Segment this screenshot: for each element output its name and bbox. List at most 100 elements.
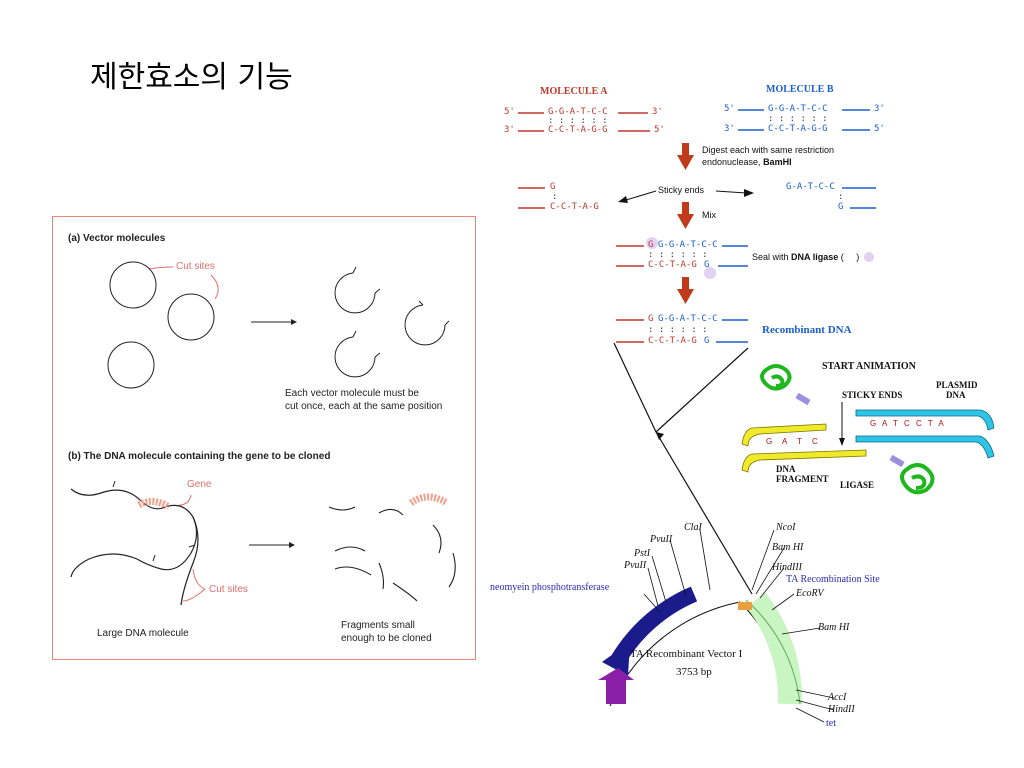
down-arrow xyxy=(677,143,694,304)
plasmid-label-2: DNA xyxy=(946,390,966,400)
sticky-ends-label: Sticky ends xyxy=(658,185,705,195)
mixed-red-g: G xyxy=(648,240,654,250)
fragment xyxy=(378,508,404,516)
fragment xyxy=(392,582,418,602)
sticky-left-pair: : xyxy=(552,192,558,202)
mol-b-5prime: 5' xyxy=(724,104,735,114)
site-pvu-1: PvuII xyxy=(650,534,673,545)
mixed-pairs: : : : : : : xyxy=(648,250,708,260)
site-bam-2: Bam HI xyxy=(818,622,850,633)
gene-fragment xyxy=(408,493,449,507)
recombinant-dna-label: Recombinant DNA xyxy=(762,324,852,336)
sticky-right-pair: : xyxy=(838,192,844,202)
fragment-bases: G A T C xyxy=(766,437,822,446)
cut-sites-label-b: Cut sites xyxy=(209,584,248,595)
sticky-left-g: G xyxy=(550,182,556,192)
site-pst: PstI xyxy=(634,548,651,559)
fragment-label-1: DNA xyxy=(776,464,796,474)
recomb-pairs: : : : : : : xyxy=(648,325,708,335)
molecule-a-label: MOLECULE A xyxy=(540,86,608,97)
gene-segment xyxy=(137,498,171,511)
recomb-blue-top: G-G-A-T-C-C xyxy=(658,314,718,324)
purple-arrow xyxy=(598,668,634,704)
mol-b-3prime: 3' xyxy=(724,124,735,134)
site-nco: NcoI xyxy=(776,522,796,533)
cut-vector xyxy=(404,304,446,346)
mol-b-5prime-bottom: 5' xyxy=(874,124,885,134)
site-hind-2: HindII xyxy=(828,704,855,715)
vector-size: 3753 bp xyxy=(676,666,712,678)
mixed-red-bottom: C-C-T-A-G xyxy=(648,260,697,270)
tet-label: tet xyxy=(826,718,836,729)
mol-a-bottom-seq: C-C-T-A-G-G xyxy=(548,125,608,135)
fragments-caption-2: enough to be cloned xyxy=(341,633,432,644)
page-title: 제한효소의 기능 xyxy=(90,60,293,95)
ta-site-label: TA Recombination Site xyxy=(786,574,880,585)
vector-cloning-panel: (a) Vector molecules Cut sites xyxy=(52,216,476,660)
mixed-blue-g: G xyxy=(704,260,710,270)
molecule-b-label: MOLECULE B xyxy=(766,84,834,95)
fragment xyxy=(328,506,356,511)
plasmid-label-1: PLASMID xyxy=(936,380,978,390)
recomb-red-g: G xyxy=(648,314,654,324)
sticky-left-bottom: C-C-T-A-G xyxy=(550,202,599,212)
sticky-right-top: G-A-T-C-C xyxy=(786,182,835,192)
fragments-caption-1: Fragments small xyxy=(341,620,415,631)
mol-a-top-seq: G-G-A-T-C-C xyxy=(548,107,608,117)
cut-sites-label-a: Cut sites xyxy=(176,261,215,272)
ligase-label: LIGASE xyxy=(840,480,875,490)
mol-b-bottom-seq: C-C-T-A-G-G xyxy=(768,124,828,134)
ta-site-marker xyxy=(738,602,752,610)
gene-label: Gene xyxy=(187,479,212,490)
fragment xyxy=(334,566,372,576)
mol-b-top-seq: G-G-A-T-C-C xyxy=(768,104,828,114)
vector-circle xyxy=(167,293,215,341)
panel-a-title: (a) Vector molecules xyxy=(68,233,166,244)
mol-a-3prime: 3' xyxy=(504,125,515,135)
cut-vector xyxy=(334,336,376,378)
large-dna-path xyxy=(70,488,198,578)
vector-circle xyxy=(109,261,157,309)
sticky-right-g: G xyxy=(838,202,844,212)
vector-circle xyxy=(107,341,155,389)
start-animation-button[interactable]: START ANIMATION xyxy=(822,361,916,372)
vector-caption-1: Each vector molecule must be xyxy=(285,388,419,399)
mol-b-3prime-top: 3' xyxy=(874,104,885,114)
digest-note-1: Digest each with same restriction xyxy=(702,145,835,155)
site-cla: ClaI xyxy=(684,522,702,533)
mixed-blue-top: G-G-A-T-C-C xyxy=(658,240,718,250)
vector-figure xyxy=(70,261,456,606)
fragment xyxy=(448,552,456,588)
digest-note-2: endonuclease, BamHI xyxy=(702,157,792,167)
seal-label: Seal with DNA ligase ( ) xyxy=(752,252,860,262)
site-eco: EcoRV xyxy=(796,588,824,599)
mol-b-pairs: : : : : : : xyxy=(768,114,828,124)
mol-a-5prime: 5' xyxy=(504,107,515,117)
sticky-ends-anim-label: STICKY ENDS xyxy=(842,390,903,400)
fragment-label-2: FRAGMENT xyxy=(776,474,829,484)
cut-vector xyxy=(334,272,376,314)
panel-b-title: (b) The DNA molecule containing the gene… xyxy=(68,451,331,462)
site-bam-1: Bam HI xyxy=(772,542,804,553)
mol-a-pairs: : : : : : : xyxy=(548,116,608,126)
neo-label: neomyein phosphotransferase xyxy=(490,582,610,593)
plasmid-bases: G A T C C T A xyxy=(870,419,946,428)
mol-a-3prime-top: 3' xyxy=(652,107,663,117)
mix-label: Mix xyxy=(702,210,716,220)
vector-name: TA Recombinant Vector I xyxy=(630,648,743,660)
fragment xyxy=(334,546,366,552)
vector-caption-2: cut once, each at the same position xyxy=(285,401,443,412)
recomb-blue-g: G xyxy=(704,336,710,346)
fragment-strand xyxy=(741,423,867,473)
site-acc: AccI xyxy=(828,692,847,703)
site-pvu-2: PvuII xyxy=(624,560,647,571)
large-dna-label: Large DNA molecule xyxy=(97,628,189,639)
site-hind-1: HindIII xyxy=(772,562,802,573)
enzyme-icon xyxy=(760,364,811,406)
fragment xyxy=(432,524,442,554)
recomb-red-bottom: C-C-T-A-G xyxy=(648,336,697,346)
plasmid-strand xyxy=(855,409,995,459)
